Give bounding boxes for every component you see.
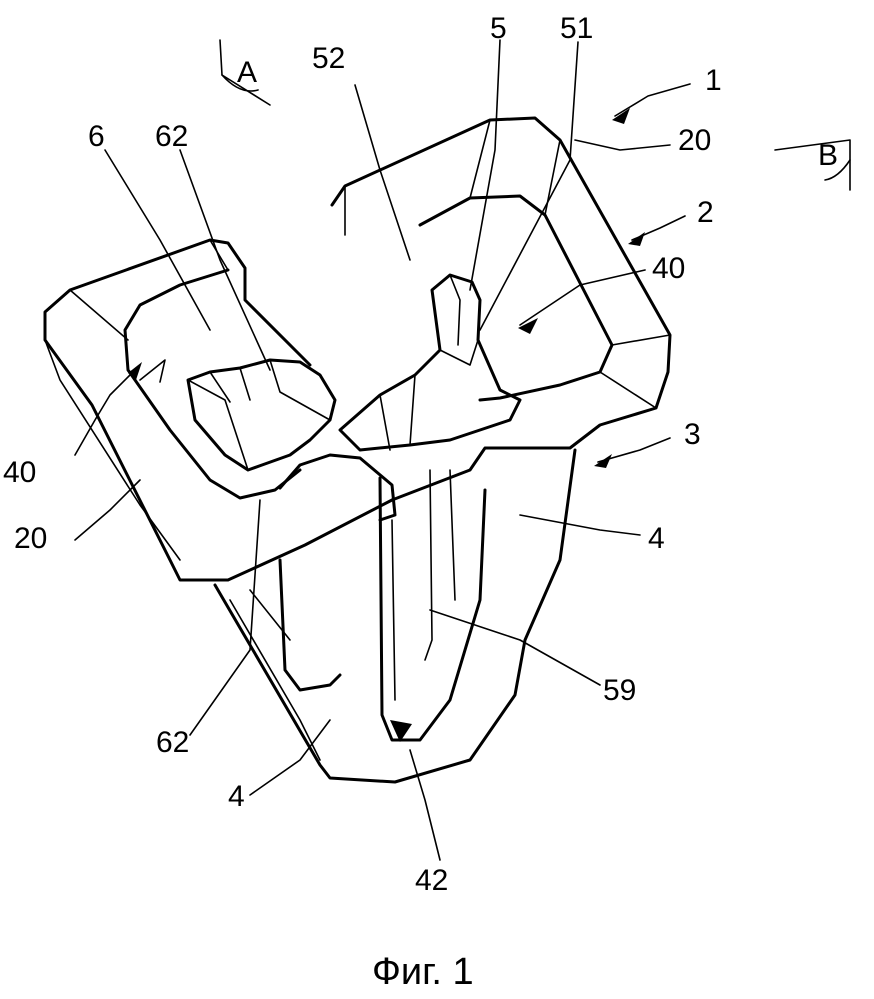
- left-leg-edge: [230, 590, 320, 760]
- arrowheads: [128, 108, 645, 742]
- label-62-top: 62: [155, 120, 188, 153]
- label-6: 6: [88, 120, 105, 153]
- label-3: 3: [684, 418, 701, 451]
- label-20-top: 20: [678, 124, 711, 157]
- left-latch: [188, 360, 335, 470]
- label-59: 59: [603, 674, 636, 707]
- label-62-bottom: 62: [156, 726, 189, 759]
- right-frame-outline: [332, 118, 670, 500]
- label-4-bottom: 4: [228, 780, 245, 813]
- left-frame-outline: [45, 240, 392, 580]
- label-2: 2: [697, 196, 714, 229]
- label-40-right: 40: [652, 252, 685, 285]
- label-40-left: 40: [3, 456, 36, 489]
- label-4-right: 4: [648, 522, 665, 555]
- section-mark-b-label: B: [818, 139, 838, 172]
- label-51: 51: [560, 12, 593, 45]
- section-mark-b: [775, 140, 850, 190]
- right-frame-inner: [420, 196, 612, 400]
- front-wall-slot: [380, 478, 485, 740]
- front-wall-slot-inner: [392, 470, 455, 700]
- center-bridge: [280, 455, 395, 520]
- central-tongue: [340, 275, 520, 450]
- label-5: 5: [490, 12, 507, 45]
- label-42: 42: [415, 864, 448, 897]
- label-52: 52: [312, 42, 345, 75]
- left-latch-edges: [188, 360, 330, 470]
- left-frame-inner: [125, 270, 300, 498]
- section-mark-a-label: A: [237, 56, 257, 89]
- label-1: 1: [705, 64, 722, 97]
- left-leg-slot: [280, 560, 340, 690]
- reference-labels: A B 1 2 3 20 20 40 40 4 4 5 51 52 6 62 6…: [3, 12, 838, 993]
- figure-caption: Фиг. 1: [372, 951, 474, 993]
- label-20-left: 20: [14, 522, 47, 555]
